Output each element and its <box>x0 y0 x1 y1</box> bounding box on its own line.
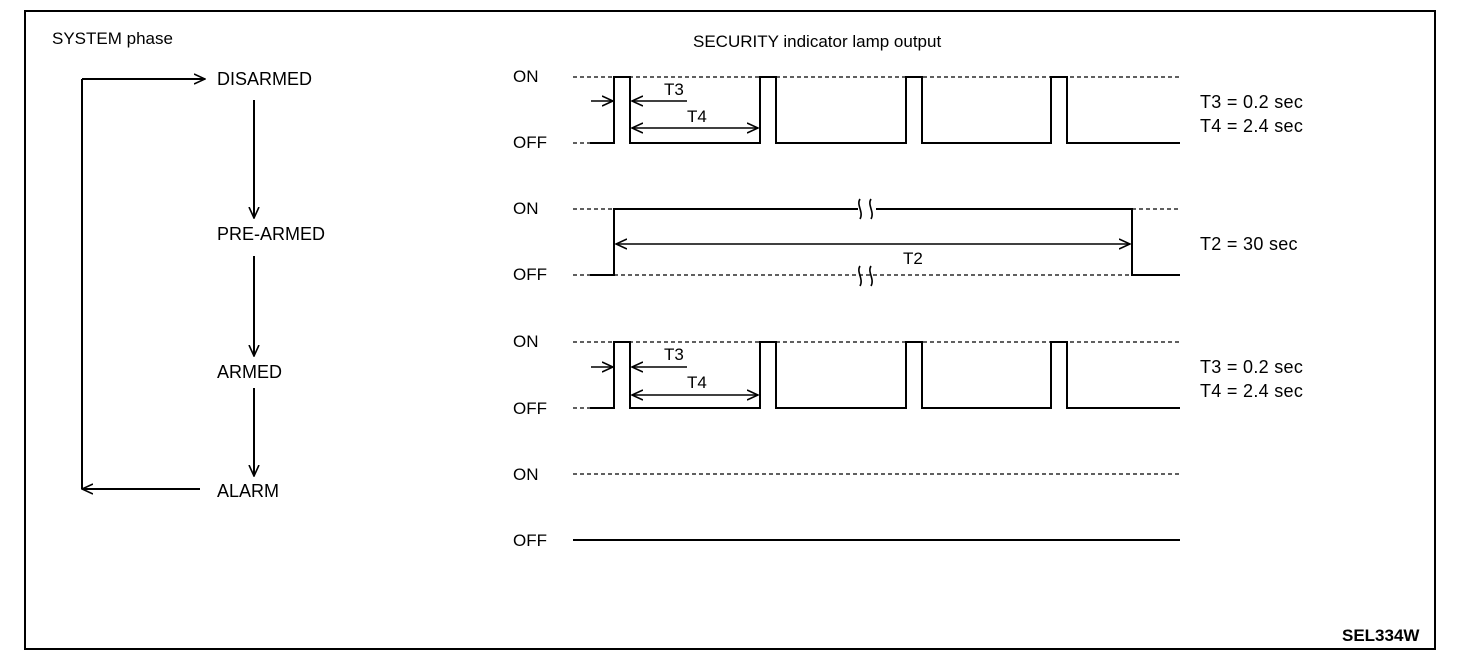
waveform-3-off-label: OFF <box>513 399 547 418</box>
lamp-output-heading: SECURITY indicator lamp output <box>693 32 942 51</box>
waveform-alarm <box>573 473 1180 541</box>
waveform-3-t4-value: T4 = 2.4 sec <box>1200 381 1304 401</box>
waveform-3-on-label: ON <box>513 332 539 351</box>
waveform-1-t3-value: T3 = 0.2 sec <box>1200 92 1304 112</box>
waveform-1-t3-marker: T3 <box>664 80 684 99</box>
waveform-4-off-label: OFF <box>513 531 547 550</box>
waveform-2-t2-value: T2 = 30 sec <box>1200 234 1298 254</box>
waveform-3-t3-marker: T3 <box>664 345 684 364</box>
waveform-pre-armed <box>573 198 1180 287</box>
figure-code: SEL334W <box>1342 626 1420 645</box>
waveform-2-off-label: OFF <box>513 265 547 284</box>
phase-disarmed-label: DISARMED <box>217 69 313 89</box>
system-phase-heading: SYSTEM phase <box>52 29 173 48</box>
waveform-1-t4-marker: T4 <box>687 107 707 126</box>
waveform-armed <box>573 341 1180 409</box>
diagram-frame <box>24 10 1436 650</box>
waveform-3-t3-value: T3 = 0.2 sec <box>1200 357 1304 377</box>
phase-alarm-label: ALARM <box>217 481 280 501</box>
waveform-1-on-label: ON <box>513 67 539 86</box>
waveform-2-t2-marker: T2 <box>903 249 923 268</box>
waveform-3-t4-marker: T4 <box>687 373 707 392</box>
waveform-2-on-label: ON <box>513 199 539 218</box>
phase-pre-armed-label: PRE-ARMED <box>217 224 326 244</box>
phase-armed-label: ARMED <box>217 362 283 382</box>
waveform-1-off-label: OFF <box>513 133 547 152</box>
waveform-disarmed <box>573 76 1180 144</box>
flow-arrow-alarm-to-disarmed <box>81 79 205 489</box>
waveform-4-on-label: ON <box>513 465 539 484</box>
waveform-1-t4-value: T4 = 2.4 sec <box>1200 116 1304 136</box>
